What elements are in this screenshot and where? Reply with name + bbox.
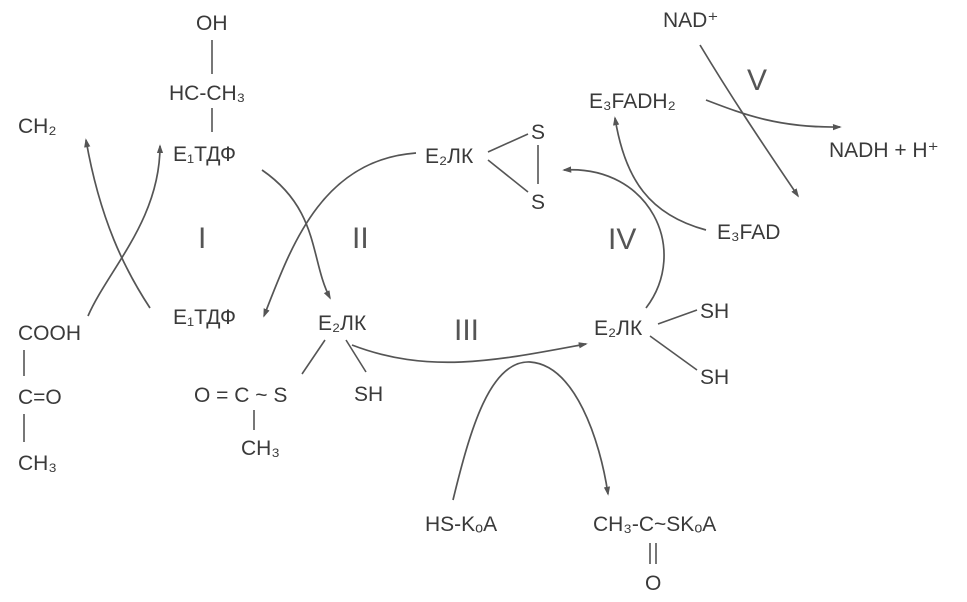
ch2-label: CH₂	[18, 115, 56, 138]
reduced-lk-to-oxidized-lk-arrow	[562, 166, 665, 309]
sh-center-label: SH	[354, 383, 383, 406]
stage-iii-label: III	[454, 314, 479, 347]
e2lk-to-reduced-lk-arrow	[351, 342, 588, 364]
fad-to-fadh2-arrow	[613, 116, 707, 231]
nad-to-nadh-arrow	[699, 44, 800, 198]
sh-bond-right-top	[657, 309, 698, 325]
acyl-s-label: O = C ~ S	[194, 384, 287, 407]
disulfide-bond-bottom	[487, 159, 529, 193]
stage-v-label: V	[747, 64, 767, 97]
stage-iv-label: IV	[608, 223, 636, 256]
acetyl-koa-label: CH₃-C~SKₒA	[593, 513, 716, 536]
s-bottom-label: S	[531, 191, 545, 214]
hs-koa-label: HS-KₒA	[425, 513, 497, 536]
e1tdf-bottom-label: E₁ТДФ	[173, 306, 236, 329]
acyl-bond-line	[301, 339, 326, 375]
sh-bond-right-bottom	[649, 335, 698, 371]
e1tdf-to-e2lk-arrow	[261, 169, 331, 300]
oh-label: OH	[196, 12, 228, 35]
stage-i-label: I	[198, 222, 206, 255]
e2lk-right-label: E₂ЛК	[594, 317, 643, 340]
disulfide-bond-top	[487, 133, 529, 153]
ch3-left-label: CH₃	[18, 452, 57, 475]
sh-right-bottom-label: SH	[700, 366, 729, 389]
nad-label: NAD⁺	[663, 9, 718, 32]
pyruvate-to-e1tdf-arrow	[87, 144, 164, 317]
e1tdf-top-label: E₁ТДФ	[173, 143, 236, 166]
e3fadh2-label: E₃FADH₂	[589, 90, 676, 113]
e2lk-center-label: E₂ЛК	[318, 312, 367, 335]
e1tdf-to-ch2-arrow	[84, 138, 151, 309]
nadh-label: NADH + H⁺	[829, 139, 939, 162]
coa-to-acetyl-coa-arrow	[452, 361, 611, 501]
sh-right-top-label: SH	[700, 300, 729, 323]
e2lk-top-label: E₂ЛК	[425, 145, 474, 168]
s-top-label: S	[531, 121, 545, 144]
acetyl-o-label: O	[645, 572, 661, 595]
e3fad-label: E₃FAD	[717, 221, 780, 244]
sh-bond-line	[345, 339, 367, 373]
hc-ch3-label: HC-CH₃	[169, 82, 245, 105]
ch3-center-label: CH₃	[241, 437, 280, 460]
fadh2-to-fad-arrow	[705, 99, 842, 131]
c-eq-o-label: C=O	[18, 386, 62, 409]
stage-ii-label: II	[352, 222, 369, 255]
cooh-label: COOH	[18, 322, 81, 345]
e2lk-to-e1tdf-arrow	[263, 152, 417, 318]
